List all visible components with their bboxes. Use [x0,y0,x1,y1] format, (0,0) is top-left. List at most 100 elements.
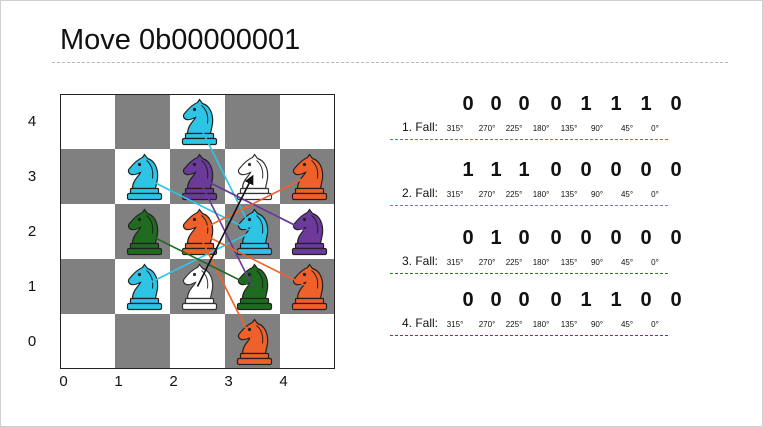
case-divider [390,273,668,274]
board-square [60,94,115,149]
bit-digit: 0 [518,227,530,249]
row-label: 3 [27,167,37,185]
board-square [170,314,225,369]
knight-icon [291,208,328,256]
board-square [115,94,170,149]
degree-label: 45° [620,258,634,267]
bit-digit: 0 [462,227,474,249]
degree-label: 135° [560,320,578,329]
knight-icon [291,263,328,311]
board-square [280,314,335,369]
degree-label: 225° [505,258,523,267]
column-label: 0 [59,373,68,390]
bit-digit: 0 [610,227,622,249]
bit-digit: 1 [490,227,502,249]
row-label: 2 [27,222,37,240]
bit-digit: 1 [640,93,652,115]
case-divider [390,335,668,336]
degree-label: 315° [446,320,464,329]
degree-label: 270° [478,124,496,133]
row-label: 1 [27,277,37,295]
case-label: 4. Fall: [402,316,439,330]
attack-line [196,231,254,342]
knight-icon [236,153,273,201]
row-label: 0 [27,332,37,350]
bit-digit: 1 [462,159,474,181]
case-label: 2. Fall: [402,186,439,200]
board-square [60,314,115,369]
degree-label: 270° [478,190,496,199]
knight-icon [181,98,218,146]
case-label: 3. Fall: [402,254,439,268]
board-square [280,94,335,149]
knight-icon [236,208,273,256]
bit-digit: 0 [490,289,502,311]
degree-label: 90° [590,124,604,133]
column-label: 1 [114,373,123,390]
board-square [60,149,115,204]
degree-label: 180° [532,258,550,267]
degree-label: 90° [590,190,604,199]
degree-label: 225° [505,320,523,329]
bit-digit: 0 [670,289,682,311]
degree-label: 0° [651,320,659,329]
degree-label: 315° [446,258,464,267]
degree-label: 315° [446,124,464,133]
degree-label: 180° [532,124,550,133]
bit-digit: 1 [610,289,622,311]
bit-digit: 0 [550,289,562,311]
degree-label: 0° [651,258,659,267]
bit-digit: 0 [640,289,652,311]
board-square [115,314,170,369]
degree-label: 0° [651,124,659,133]
bit-digit: 1 [580,289,592,311]
attack-line [196,121,254,232]
degree-label: 135° [560,124,578,133]
degree-label: 270° [478,320,496,329]
board-square [60,204,115,259]
degree-label: 45° [620,190,634,199]
bit-digit: 0 [518,289,530,311]
board-square [225,94,280,149]
bit-digit: 0 [518,93,530,115]
case-divider [390,139,668,140]
column-label: 3 [224,373,233,390]
bit-digit: 0 [490,93,502,115]
attack-line [142,230,253,288]
degree-label: 45° [620,124,634,133]
bit-digit: 0 [640,227,652,249]
knight-icon [126,263,163,311]
bit-digit: 0 [550,159,562,181]
bit-digit: 0 [670,159,682,181]
knight-icon [291,153,328,201]
bit-digit: 0 [462,93,474,115]
bit-digit: 0 [610,159,622,181]
attack-line [142,175,253,233]
column-label: 4 [279,373,288,390]
bit-digit: 0 [462,289,474,311]
case-divider [390,205,668,206]
degree-label: 135° [560,258,578,267]
degree-label: 135° [560,190,578,199]
bit-digit: 1 [580,93,592,115]
case-label: 1. Fall: [402,120,439,134]
bit-digit: 0 [550,227,562,249]
degree-label: 180° [532,320,550,329]
attack-line [197,175,308,233]
row-label: 4 [27,112,37,130]
bit-digit: 0 [670,227,682,249]
bit-digit: 0 [670,93,682,115]
knight-icon [236,263,273,311]
bit-digit: 1 [490,159,502,181]
knight-icon [236,318,273,366]
degree-label: 315° [446,190,464,199]
degree-label: 225° [505,124,523,133]
bit-digit: 1 [518,159,530,181]
attack-line [197,230,308,288]
knight-icon [181,263,218,311]
column-label: 2 [169,373,178,390]
